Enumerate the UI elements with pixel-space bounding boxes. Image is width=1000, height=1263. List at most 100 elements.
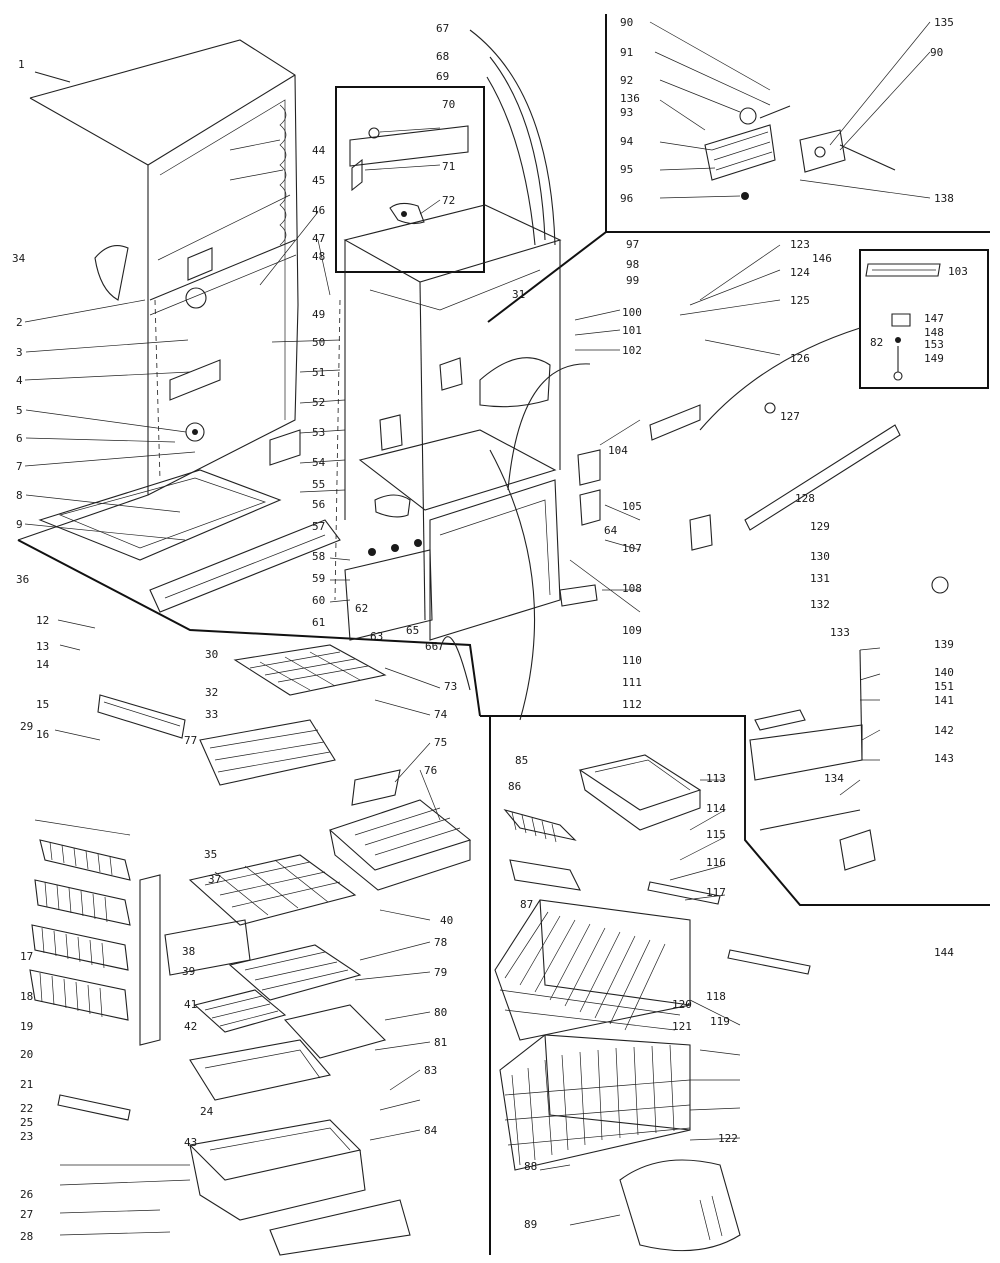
hinge-parts xyxy=(559,402,776,607)
callout-151: 151 xyxy=(934,680,954,693)
callout-126: 126 xyxy=(790,352,810,365)
callout-17: 17 xyxy=(20,950,33,963)
callout-139: 139 xyxy=(934,638,954,651)
callout-67: 67 xyxy=(436,22,449,35)
callout-125: 125 xyxy=(790,294,810,307)
callout-132: 132 xyxy=(810,598,830,611)
ice-maker-assembly xyxy=(704,105,896,200)
callout-70: 70 xyxy=(442,98,455,111)
callout-109: 109 xyxy=(622,624,642,637)
callout-117: 117 xyxy=(706,886,726,899)
callout-1: 1 xyxy=(18,58,25,71)
callout-29: 29 xyxy=(20,720,33,733)
callout-14: 14 xyxy=(36,658,50,671)
callout-90-right: 90 xyxy=(930,46,943,59)
callout-112: 112 xyxy=(622,698,642,711)
callout-121: 121 xyxy=(672,1020,692,1033)
callout-2: 2 xyxy=(16,316,23,329)
callout-32: 32 xyxy=(205,686,218,699)
callout-122: 122 xyxy=(718,1132,738,1145)
callout-57: 57 xyxy=(312,520,325,533)
callout-142: 142 xyxy=(934,724,954,737)
callout-16: 16 xyxy=(36,728,49,741)
callout-144: 144 xyxy=(934,946,954,959)
callout-63: 63 xyxy=(370,630,383,643)
callout-51: 51 xyxy=(312,366,325,379)
callout-80: 80 xyxy=(434,1006,447,1019)
shelves xyxy=(97,644,472,1256)
callout-65: 65 xyxy=(406,624,419,637)
callout-104: 104 xyxy=(608,444,628,457)
callout-61: 61 xyxy=(312,616,325,629)
callout-147: 147 xyxy=(924,312,944,325)
callout-39: 39 xyxy=(182,965,195,978)
callout-9: 9 xyxy=(16,518,23,531)
callout-105: 105 xyxy=(622,500,642,513)
callout-48: 48 xyxy=(312,250,325,263)
callout-30: 30 xyxy=(205,648,218,661)
callout-107: 107 xyxy=(622,542,642,555)
callout-34: 34 xyxy=(12,252,26,265)
callout-12: 12 xyxy=(36,614,49,627)
callout-83: 83 xyxy=(424,1064,437,1077)
callout-138: 138 xyxy=(934,192,954,205)
callout-22: 22 xyxy=(20,1102,33,1115)
callout-102: 102 xyxy=(622,344,642,357)
callout-27: 27 xyxy=(20,1208,33,1221)
freezer-baskets xyxy=(494,754,811,1252)
callout-136: 136 xyxy=(620,92,640,105)
callout-31: 31 xyxy=(512,288,525,301)
callout-71: 71 xyxy=(442,160,455,173)
callout-140: 140 xyxy=(934,666,954,679)
callout-53: 53 xyxy=(312,426,325,439)
callout-77: 77 xyxy=(184,734,197,747)
callout-79: 79 xyxy=(434,966,447,979)
callout-97: 97 xyxy=(626,238,639,251)
callout-18: 18 xyxy=(20,990,33,1003)
callout-128: 128 xyxy=(795,492,815,505)
callout-13: 13 xyxy=(36,640,49,653)
callout-43: 43 xyxy=(184,1136,197,1149)
callout-7: 7 xyxy=(16,460,23,473)
callout-123: 123 xyxy=(790,238,810,251)
callout-119: 119 xyxy=(710,1015,730,1028)
callout-23: 23 xyxy=(20,1130,33,1143)
callout-4: 4 xyxy=(16,374,23,387)
callout-labels: 1 2 3 4 5 6 7 8 9 12 13 14 15 16 17 18 1… xyxy=(12,16,968,1243)
callout-108: 108 xyxy=(622,582,642,595)
callout-148: 148 xyxy=(924,326,944,339)
callout-87: 87 xyxy=(520,898,533,911)
callout-93: 93 xyxy=(620,106,633,119)
callout-45: 45 xyxy=(312,174,325,187)
callout-120: 120 xyxy=(672,998,692,1011)
callout-99: 99 xyxy=(626,274,639,287)
inset-box-liner-parts xyxy=(335,86,485,273)
callout-101: 101 xyxy=(622,324,642,337)
callout-91: 91 xyxy=(620,46,633,59)
callout-35: 35 xyxy=(204,848,217,861)
callout-24: 24 xyxy=(200,1105,214,1118)
door-baskets-left xyxy=(29,819,161,1121)
callout-36: 36 xyxy=(16,573,29,586)
callout-33: 33 xyxy=(205,708,218,721)
callout-88: 88 xyxy=(524,1160,537,1173)
callout-6: 6 xyxy=(16,432,23,445)
callout-8: 8 xyxy=(16,489,23,502)
center-liner xyxy=(334,204,562,641)
callout-19: 19 xyxy=(20,1020,33,1033)
callout-103: 103 xyxy=(948,265,968,278)
callout-82: 82 xyxy=(870,336,883,349)
callout-5: 5 xyxy=(16,404,23,417)
callout-115: 115 xyxy=(706,828,726,841)
callout-68: 68 xyxy=(436,50,449,63)
leader-lines xyxy=(24,21,931,1236)
callout-37: 37 xyxy=(208,873,221,886)
callout-100: 100 xyxy=(622,306,642,319)
callout-85: 85 xyxy=(515,754,528,767)
callout-52: 52 xyxy=(312,396,325,409)
callout-74: 74 xyxy=(434,708,448,721)
callout-21: 21 xyxy=(20,1078,33,1091)
callout-41: 41 xyxy=(184,998,197,1011)
callout-130: 130 xyxy=(810,550,830,563)
